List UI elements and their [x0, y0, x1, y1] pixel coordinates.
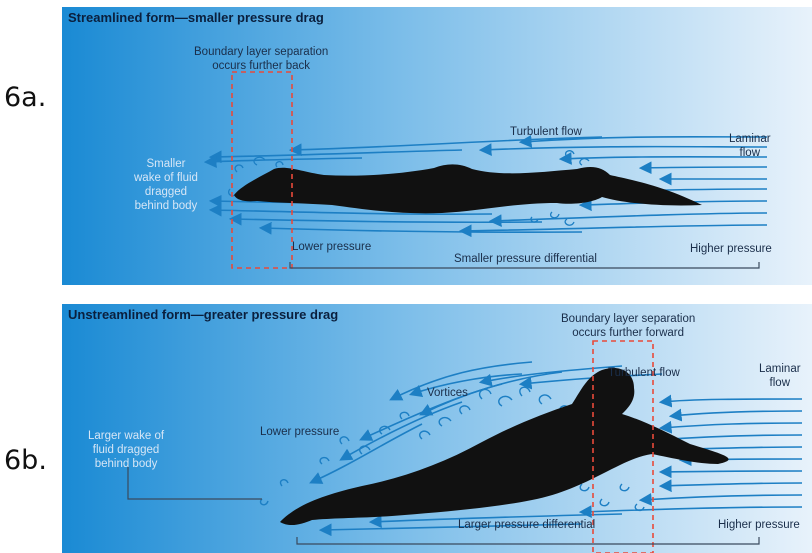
- panel-b-background: [62, 304, 812, 553]
- panel-streamlined: Streamlined form—smaller pressure drag B…: [62, 7, 812, 285]
- higher-pressure-label-a: Higher pressure: [690, 242, 772, 256]
- laminar-flow-label-a: Laminar flow: [729, 132, 771, 160]
- vortices-label-b: Vortices: [427, 386, 468, 400]
- laminar-flow-label-b: Laminar flow: [759, 362, 801, 390]
- wake-label-a: Smaller wake of fluid dragged behind bod…: [134, 157, 198, 213]
- differential-label-b: Larger pressure differential: [458, 518, 595, 532]
- differential-label-a: Smaller pressure differential: [454, 252, 597, 266]
- panel-a-title: Streamlined form—smaller pressure drag: [68, 10, 324, 25]
- higher-pressure-label-b: Higher pressure: [718, 518, 800, 532]
- lower-pressure-label-a: Lower pressure: [292, 240, 371, 254]
- separation-label-b: Boundary layer separation occurs further…: [561, 312, 695, 340]
- turbulent-flow-label-b: Turbulent flow: [608, 366, 680, 380]
- figure-label-6b: 6b.: [4, 445, 47, 476]
- panel-unstreamlined: Unstreamlined form—greater pressure drag…: [62, 304, 812, 553]
- turbulent-flow-label-a: Turbulent flow: [510, 125, 582, 139]
- wake-label-b: Larger wake of fluid dragged behind body: [88, 429, 164, 471]
- panel-b-title: Unstreamlined form—greater pressure drag: [68, 307, 338, 322]
- separation-label-a: Boundary layer separation occurs further…: [194, 45, 328, 73]
- panel-b-graphic: [62, 304, 812, 553]
- figure-label-6a: 6a.: [4, 82, 46, 113]
- lower-pressure-label-b: Lower pressure: [260, 425, 339, 439]
